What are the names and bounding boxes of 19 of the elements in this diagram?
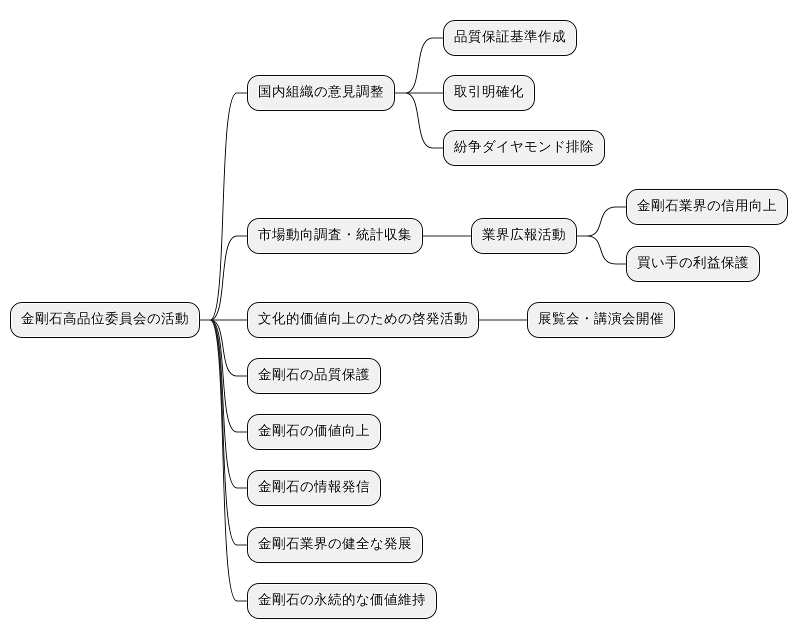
topic-box: 金剛石業界の信用向上 (626, 189, 788, 225)
connector-line (394, 92, 444, 148)
topic-box: 金剛石高品位委員会の活動 (10, 302, 200, 338)
topic-box: 文化的価値向上のための啓発活動 (247, 302, 479, 338)
topic-box: 業界広報活動 (471, 218, 577, 254)
topic-box: 買い手の利益保護 (626, 246, 760, 282)
topic-box: 金剛石の情報発信 (247, 470, 381, 506)
topic-box: 金剛石業界の健全な発展 (247, 527, 423, 563)
topic-box: 市場動向調査・統計収集 (247, 218, 423, 254)
topic-box: 品質保証基準作成 (443, 20, 577, 56)
topic-box: 取引明確化 (443, 75, 535, 111)
topic-box: 国内組織の意見調整 (247, 75, 395, 111)
topic-box: 金剛石の品質保護 (247, 358, 381, 394)
topic-box: 金剛石の永続的な価値維持 (247, 583, 437, 619)
topic-box: 展覧会・講演会開催 (527, 302, 675, 338)
connector-line (576, 236, 626, 264)
topic-box: 紛争ダイヤモンド排除 (443, 130, 605, 166)
topic-box: 金剛石の価値向上 (247, 414, 381, 450)
connector-line (200, 320, 248, 602)
